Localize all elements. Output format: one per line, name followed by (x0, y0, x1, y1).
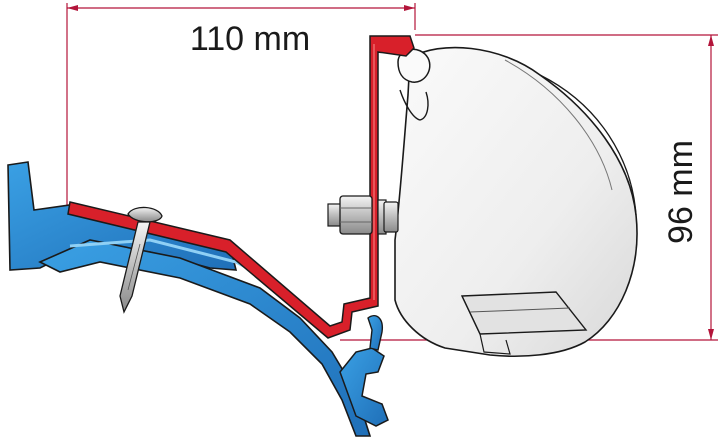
screw-head (127, 206, 163, 223)
awning-inner-curve (504, 59, 613, 191)
bracket-profile (67, 35, 415, 339)
awning-front-edge (539, 74, 637, 216)
awning-hook-slot (399, 89, 429, 121)
height-arrow-top (708, 35, 714, 46)
body-seal-lip (367, 314, 383, 351)
body-panel (38, 239, 372, 437)
width-arrow-left (67, 5, 78, 11)
mounting-bracket (67, 35, 415, 339)
vehicle-body (7, 161, 389, 437)
width-dimension-label: 110 mm (190, 20, 310, 58)
bolt-nut (383, 201, 399, 233)
width-arrow-right (404, 5, 415, 11)
awning-body (394, 46, 638, 357)
awning-handle (460, 291, 588, 355)
screw (119, 206, 163, 314)
awning-cassette (394, 46, 638, 357)
bolt-assembly (327, 195, 399, 235)
screw-shaft (119, 221, 151, 314)
bolt-head (339, 195, 373, 235)
height-arrow-bottom (708, 329, 714, 340)
height-dimension-label: 96 mm (662, 140, 700, 244)
roof-gutter (7, 161, 238, 271)
